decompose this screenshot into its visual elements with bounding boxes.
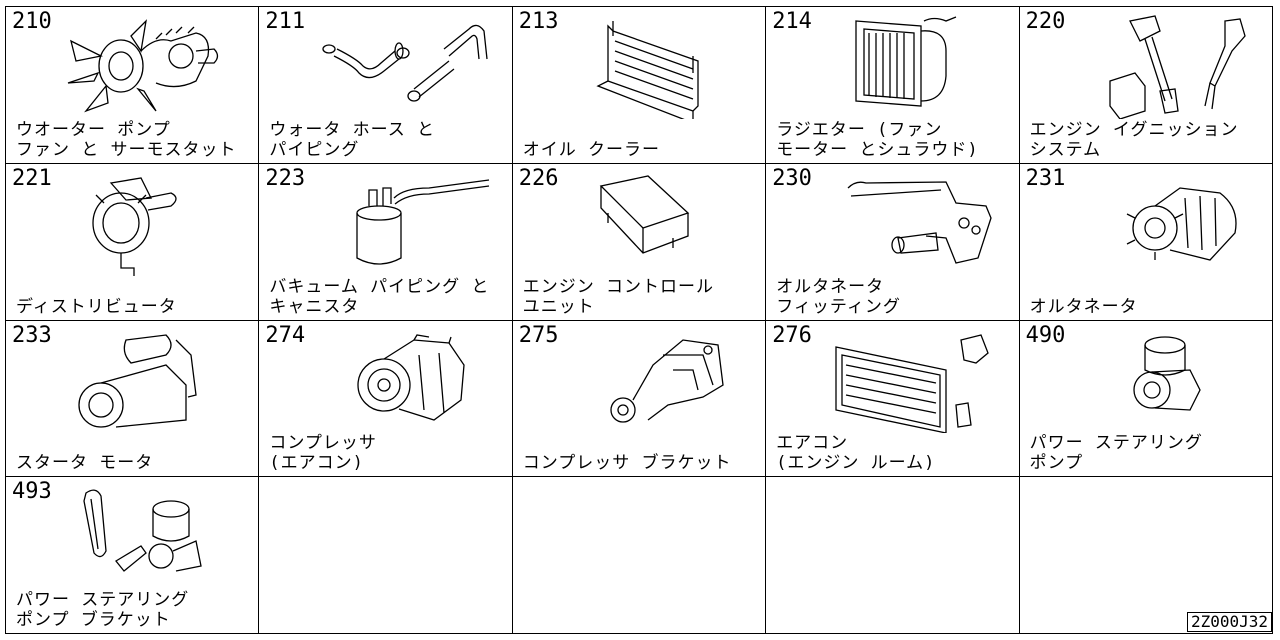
- part-code: 490: [1025, 322, 1066, 348]
- canister-icon: [299, 168, 499, 276]
- part-cell-221[interactable]: 221 ディストリビュータ: [6, 163, 260, 321]
- part-code: 231: [1025, 165, 1066, 191]
- alternator-icon: [1060, 168, 1260, 276]
- part-cell-231[interactable]: 231 オルタネータ: [1019, 163, 1273, 321]
- part-cell-223[interactable]: 223 バキューム パイピング と キャニスタ: [259, 163, 513, 321]
- part-cell-210[interactable]: 210 ウオーター ポンプ ファン と サーモスタット: [6, 7, 260, 164]
- part-code: 230: [772, 165, 812, 191]
- empty-cell: [259, 477, 513, 634]
- part-code: 276: [772, 322, 812, 348]
- part-label: ウォータ ホース と パイピング: [269, 119, 436, 160]
- pump-bracket-icon: [46, 481, 246, 589]
- part-code: 220: [1025, 9, 1066, 34]
- water-hose-icon: [299, 11, 499, 119]
- starter-motor-icon: [46, 325, 246, 433]
- part-label: バキューム パイピング と キャニスタ: [269, 276, 490, 317]
- part-label: エンジン イグニッション システム: [1029, 119, 1239, 160]
- control-unit-icon: [553, 168, 753, 276]
- part-cell-230[interactable]: 230 オルタネータ フィッティング: [766, 163, 1020, 321]
- reference-code: 2Z000J32: [1186, 612, 1272, 632]
- part-label: オルタネータ フィッティング: [776, 276, 901, 317]
- part-label: コンプレッサ ブラケット: [522, 453, 732, 474]
- part-label: パワー ステアリング ポンプ ブラケット: [16, 590, 190, 630]
- part-code: 210: [12, 9, 52, 34]
- part-label: エアコン (エンジン ルーム): [776, 433, 936, 474]
- part-label: パワー ステアリング ポンプ: [1029, 433, 1203, 474]
- part-code: 274: [265, 322, 306, 348]
- part-cell-274[interactable]: 274 コンプレッサ (エアコン): [259, 320, 513, 478]
- part-code: 226: [518, 165, 559, 191]
- part-label: オイル クーラー: [522, 139, 661, 160]
- empty-cell: [766, 477, 1020, 634]
- part-code: 493: [12, 479, 52, 505]
- oil-cooler-icon: [553, 11, 753, 122]
- part-code: 221: [12, 165, 52, 191]
- part-cell-276[interactable]: 276 エアコン (エンジン ルーム): [766, 320, 1020, 478]
- empty-cell: [1019, 477, 1273, 634]
- part-label: スタータ モータ: [16, 453, 154, 474]
- part-cell-493[interactable]: 493 パワー ステアリング ポンプ ブラケット: [6, 477, 260, 634]
- part-code: 211: [265, 9, 306, 34]
- part-label: ラジエター (ファン モーター とシュラウド): [776, 119, 979, 160]
- ac-condenser-icon: [806, 325, 1006, 434]
- ac-compressor-icon: [299, 325, 499, 433]
- part-cell-214[interactable]: 214 ラジエター (ファン モーター とシュラウド): [766, 7, 1020, 164]
- part-label: オルタネータ: [1029, 296, 1138, 317]
- power-steering-pump-icon: [1060, 325, 1260, 433]
- empty-cell: [512, 477, 767, 634]
- part-code: 213: [518, 9, 559, 34]
- part-cell-211[interactable]: 211 ウォータ ホース と パイピング: [259, 7, 513, 164]
- part-cell-275[interactable]: 275 コンプレッサ ブラケット: [512, 320, 767, 478]
- part-label: エンジン コントロール ユニット: [522, 276, 715, 317]
- radiator-icon: [806, 11, 1006, 119]
- part-label: ウオーター ポンプ ファン と サーモスタット: [16, 119, 237, 160]
- part-cell-233[interactable]: 233 スタータ モータ: [6, 320, 260, 478]
- water-pump-fan-icon: [46, 11, 246, 119]
- part-cell-226[interactable]: 226 エンジン コントロール ユニット: [512, 163, 767, 321]
- ignition-coil-icon: [1060, 11, 1260, 120]
- parts-grid: 210 ウオーター ポンプ ファン と サーモスタット 211: [5, 6, 1273, 634]
- part-cell-220[interactable]: 220 エンジン イグニッション システム: [1019, 7, 1273, 164]
- part-code: 214: [772, 9, 812, 34]
- part-label: ディストリビュータ: [16, 296, 177, 317]
- part-label: コンプレッサ (エアコン): [269, 433, 377, 474]
- part-cell-490[interactable]: 490 パワー ステアリング ポンプ: [1019, 320, 1273, 478]
- compressor-bracket-icon: [553, 325, 753, 433]
- part-code: 223: [265, 165, 306, 191]
- part-code: 275: [518, 322, 559, 348]
- part-cell-213[interactable]: 213 オイル クーラー: [512, 7, 767, 164]
- alternator-bracket-icon: [806, 168, 1006, 276]
- part-code: 233: [12, 322, 52, 348]
- distributor-icon: [46, 168, 246, 276]
